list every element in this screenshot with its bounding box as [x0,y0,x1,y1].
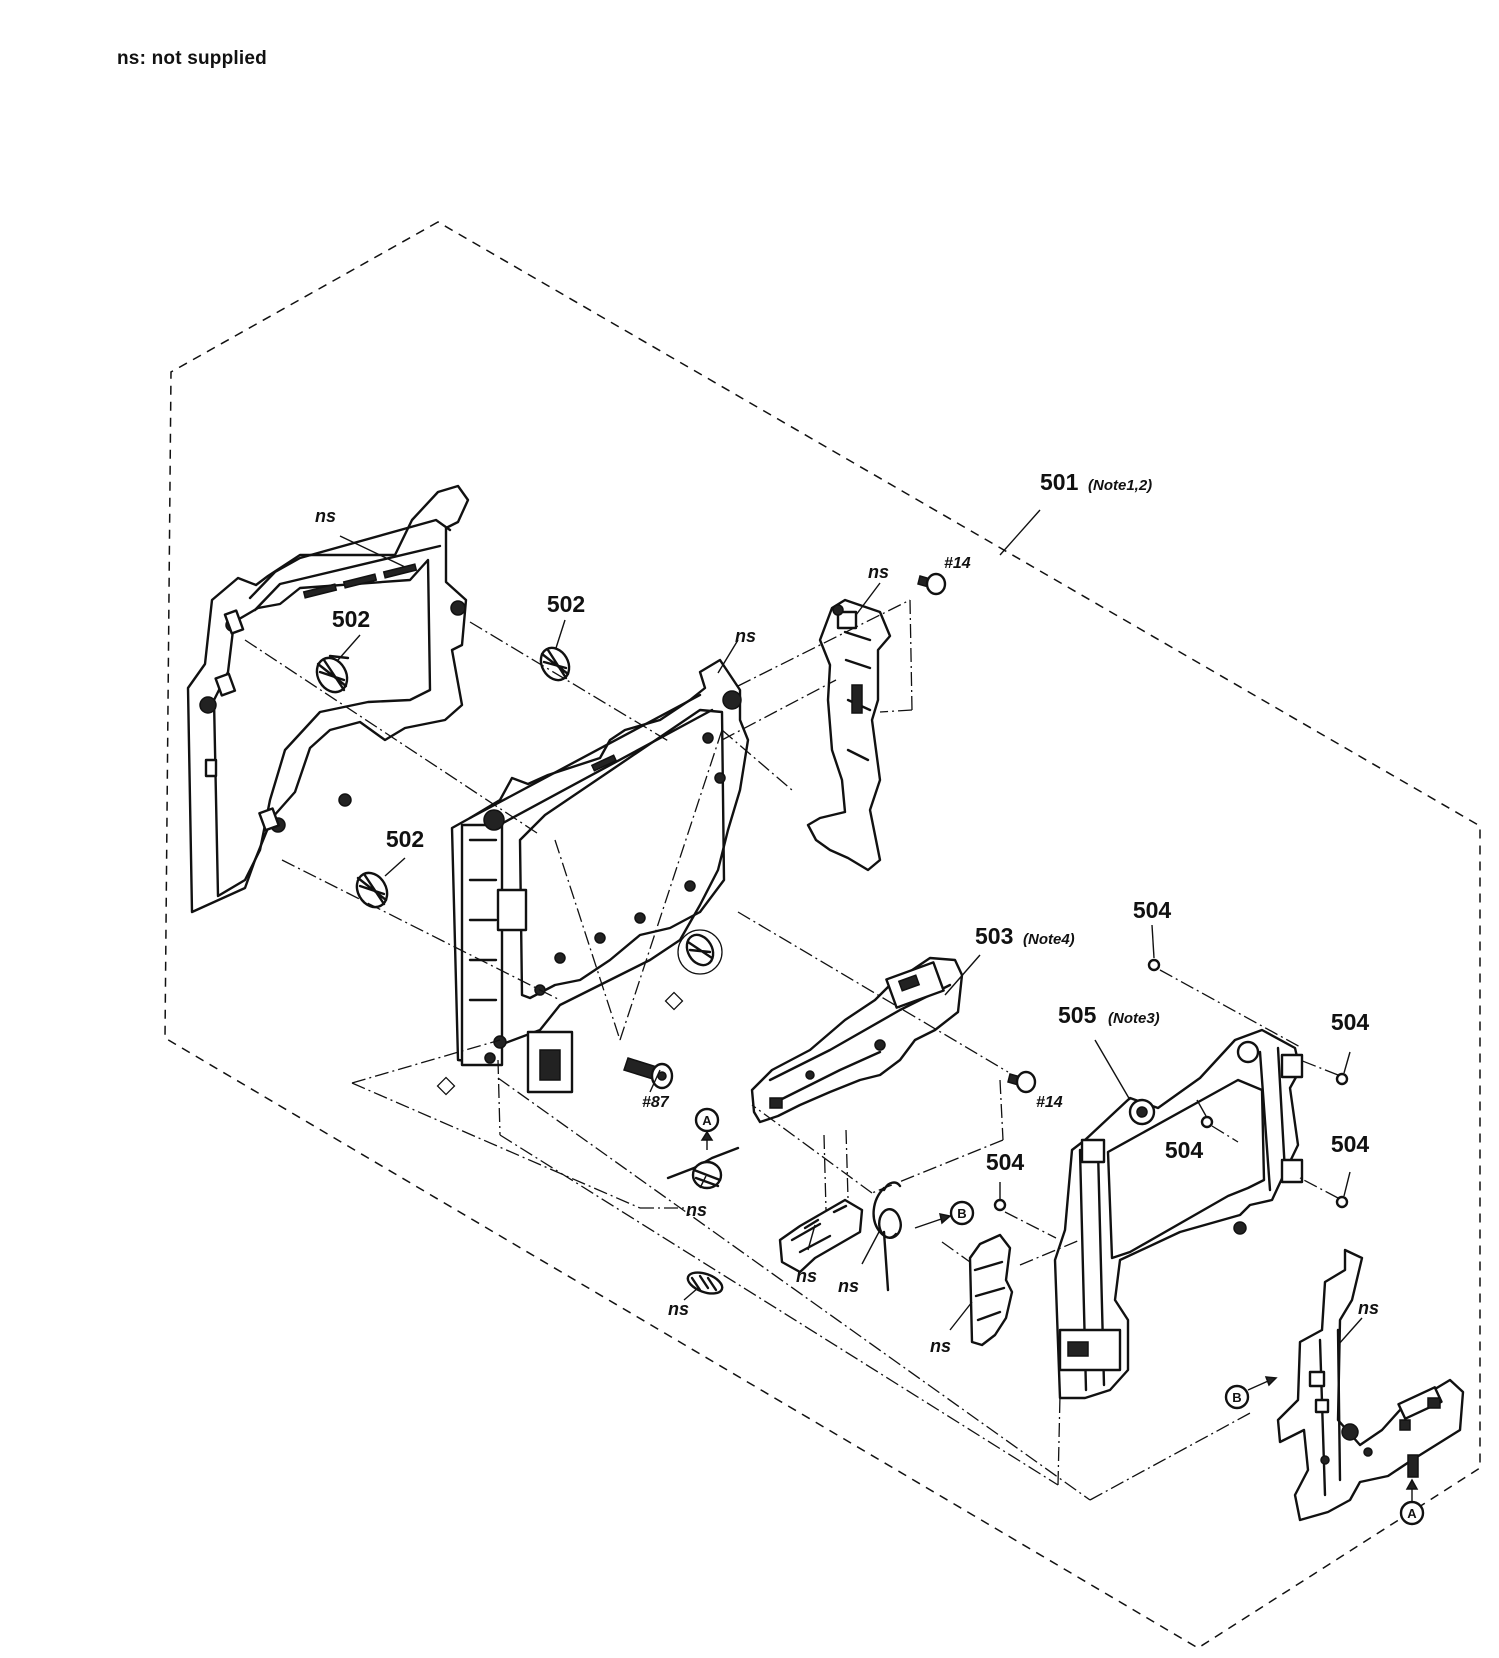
part-labels: 501 (Note1,2) 502 502 502 503 (Note4) 50… [315,469,1379,1356]
label-503: 503 [975,923,1013,949]
label-504-right-upper: 504 [1331,1009,1370,1035]
assembly-boundary [164,221,1481,1649]
spring-502-lower [355,871,389,909]
label-ns-lower-bracket: ns [1358,1298,1379,1318]
screw-14-right [1007,1070,1037,1094]
label-501-note: (Note1,2) [1088,477,1152,494]
label-504-right-lower: 504 [1331,1131,1370,1157]
upper-right-bracket-part [806,598,892,872]
spring-502-left [315,654,350,694]
legend-ns-not-supplied: ns: not supplied [117,48,267,69]
label-ns-spring-a: ns [686,1200,707,1220]
label-502-lower: 502 [386,826,424,852]
label-504-center: 504 [1165,1137,1204,1163]
ref-circle-b-top: B [914,1200,975,1229]
label-ns-spring-b: ns [838,1276,859,1296]
latch-plate [778,1198,864,1274]
callout-leaders [337,509,1363,1346]
ref-circle-a-bottom: A [1399,1478,1425,1526]
label-ns-small-spring: ns [668,1299,689,1319]
label-505-note: (Note3) [1108,1010,1160,1027]
small-spring [686,1271,724,1295]
back-frame-part [186,484,470,914]
label-ns-lock-plate: ns [930,1336,951,1356]
label-screw-87: #87 [642,1094,670,1111]
label-screw-14-top: #14 [944,555,971,572]
screw-14-top [917,572,947,596]
lock-plate [968,1233,1014,1347]
lower-right-bracket-part [1276,1248,1465,1522]
label-501: 501 [1040,469,1079,495]
label-502-right: 502 [547,591,585,617]
label-505: 505 [1058,1002,1097,1028]
part-503 [750,956,964,1124]
label-503-note: (Note4) [1023,931,1075,948]
washers-504 [993,958,1349,1212]
label-504-left: 504 [986,1149,1025,1175]
label-ns-back-frame: ns [315,506,336,526]
ref-b-text-2: B [1232,1390,1241,1405]
label-ns-bracket: ns [868,562,889,582]
ref-a-text-2: A [1407,1506,1417,1521]
label-screw-14-right: #14 [1036,1094,1063,1111]
ref-circle-a-top: A [694,1107,720,1150]
ref-circle-b-bottom: B [1224,1376,1278,1410]
part-505-frame [1053,1028,1304,1400]
diamond-markers [436,991,684,1096]
ref-b-text: B [957,1206,966,1221]
assembly-leader-lines [244,599,1339,1501]
label-502-left: 502 [332,606,370,632]
label-ns-chassis: ns [735,626,756,646]
screw-87 [623,1057,674,1090]
ref-a-text: A [702,1113,712,1128]
main-chassis-part [450,658,750,1094]
label-504-top: 504 [1133,897,1172,923]
torsion-spring-a [666,1146,740,1190]
label-ns-latch: ns [796,1266,817,1286]
torsion-spring-b [872,1181,902,1292]
